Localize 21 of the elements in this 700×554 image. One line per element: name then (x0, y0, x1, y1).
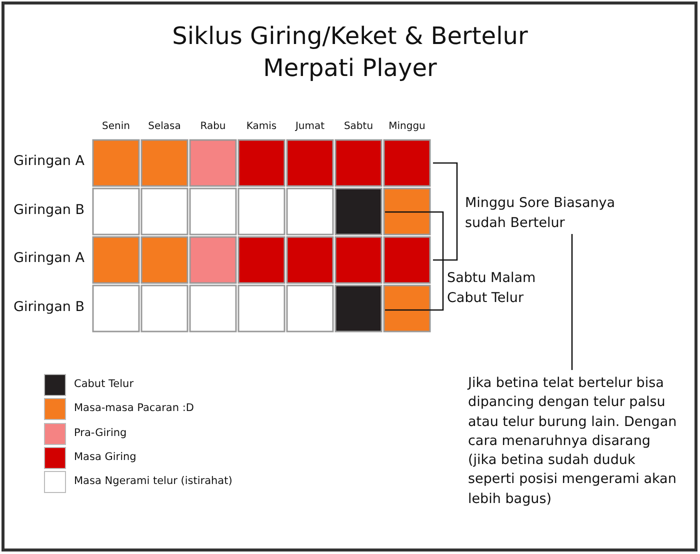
day-label: Minggu (388, 120, 426, 134)
row-label: Giringan A (12, 250, 86, 266)
title: Siklus Giring/Keket & Bertelur Merpati Player (171, 21, 529, 84)
day-label: Sabtu (342, 120, 374, 134)
row-label: Giringan A (12, 153, 86, 169)
legend-label: Cabut Telur (74, 378, 134, 390)
legend-label: Pra-Giring (74, 426, 127, 439)
note-text: Jika betina telat bertelur bisa dipancing dengan telur palsu atau telur burung lain. Dengan cara menaruhnya disarang (jika betina sudah duduk seperti posisi mengerami akan lebih bagus) (468, 374, 678, 509)
day-label: Selasa (147, 120, 182, 134)
legend-label: Masa-masa Pacaran :D (74, 402, 194, 414)
row-label: Giringan B (12, 298, 86, 314)
day-label: Kamis (245, 120, 278, 134)
note-text: Sabtu Malam Cabut Telur (447, 269, 537, 308)
note-text: Minggu Sore Biasanya sudah Bertelur (465, 194, 616, 233)
legend-label: Masa Giring (74, 450, 136, 463)
leader-line (571, 234, 573, 370)
day-label: Jumat (294, 120, 326, 134)
day-label: Senin (101, 120, 131, 134)
legend-label: Masa Ngerami telur (istirahat) (74, 475, 232, 488)
row-label: Giringan B (12, 202, 86, 218)
day-label: Rabu (199, 120, 227, 134)
